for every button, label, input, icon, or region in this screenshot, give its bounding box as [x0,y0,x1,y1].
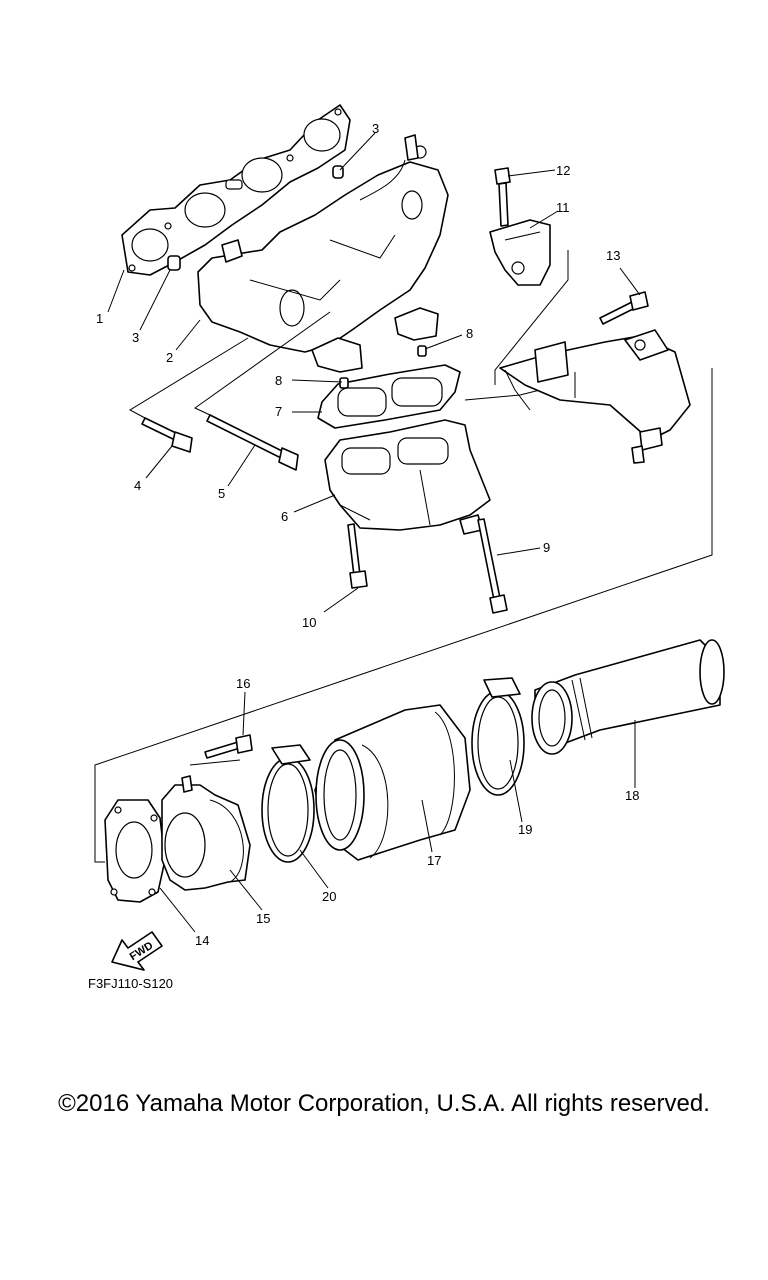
bracket-bolt [494,167,511,227]
callout-3: 3 [372,121,379,136]
callout-19: 19 [518,822,532,837]
callout-7: 7 [275,404,282,419]
callout-1: 1 [96,311,103,326]
bracket [489,219,551,286]
flange-pipe [161,775,251,891]
dowel-pin-small [339,345,427,389]
callout-18: 18 [625,788,639,803]
exhaust-pipe-2 [531,639,725,755]
pipe-bolt-long [477,518,508,614]
manifold-bolt-short [141,417,193,453]
callout-5: 5 [218,486,225,501]
callout-4: 4 [134,478,141,493]
callout-6: 6 [281,509,288,524]
flange-gasket [104,799,166,903]
fwd-arrow-icon: FWD [111,931,163,971]
pipe-bolt-short [347,523,368,589]
assembly-lines [94,250,713,863]
callout-14: 14 [195,933,209,948]
exhaust-pipe [324,329,691,535]
callout-20: 20 [322,889,336,904]
hose-clamp-20 [261,744,315,863]
callouts: 1 2 3 3 4 5 6 7 8 8 9 10 11 12 13 14 15 … [96,121,639,948]
callout-8: 8 [466,326,473,341]
callout-10: 10 [302,615,316,630]
hose-clamp-19 [471,677,525,796]
exhaust-manifold [197,134,449,373]
callout-8: 8 [275,373,282,388]
figure-code: F3FJ110-S120 [88,976,174,991]
copyright-notice: ©2016 Yamaha Motor Corporation, U.S.A. A… [58,1090,710,1117]
callout-2: 2 [166,350,173,365]
joint-hose [314,704,471,861]
callout-12: 12 [556,163,570,178]
manifold-bolt-long [206,414,299,471]
exhaust-parts-diagram: FWD 1 2 3 3 4 [94,104,725,971]
callout-15: 15 [256,911,270,926]
leader-lines [107,132,641,933]
callout-11: 11 [556,200,570,215]
bracket-bolt-13 [599,291,649,325]
callout-16: 16 [236,676,250,691]
flange-bolt [204,734,253,759]
callout-13: 13 [606,248,620,263]
callout-3: 3 [132,330,139,345]
pipe-gasket [317,364,461,429]
callout-17: 17 [427,853,441,868]
manifold-gasket [121,104,351,276]
callout-9: 9 [543,540,550,555]
